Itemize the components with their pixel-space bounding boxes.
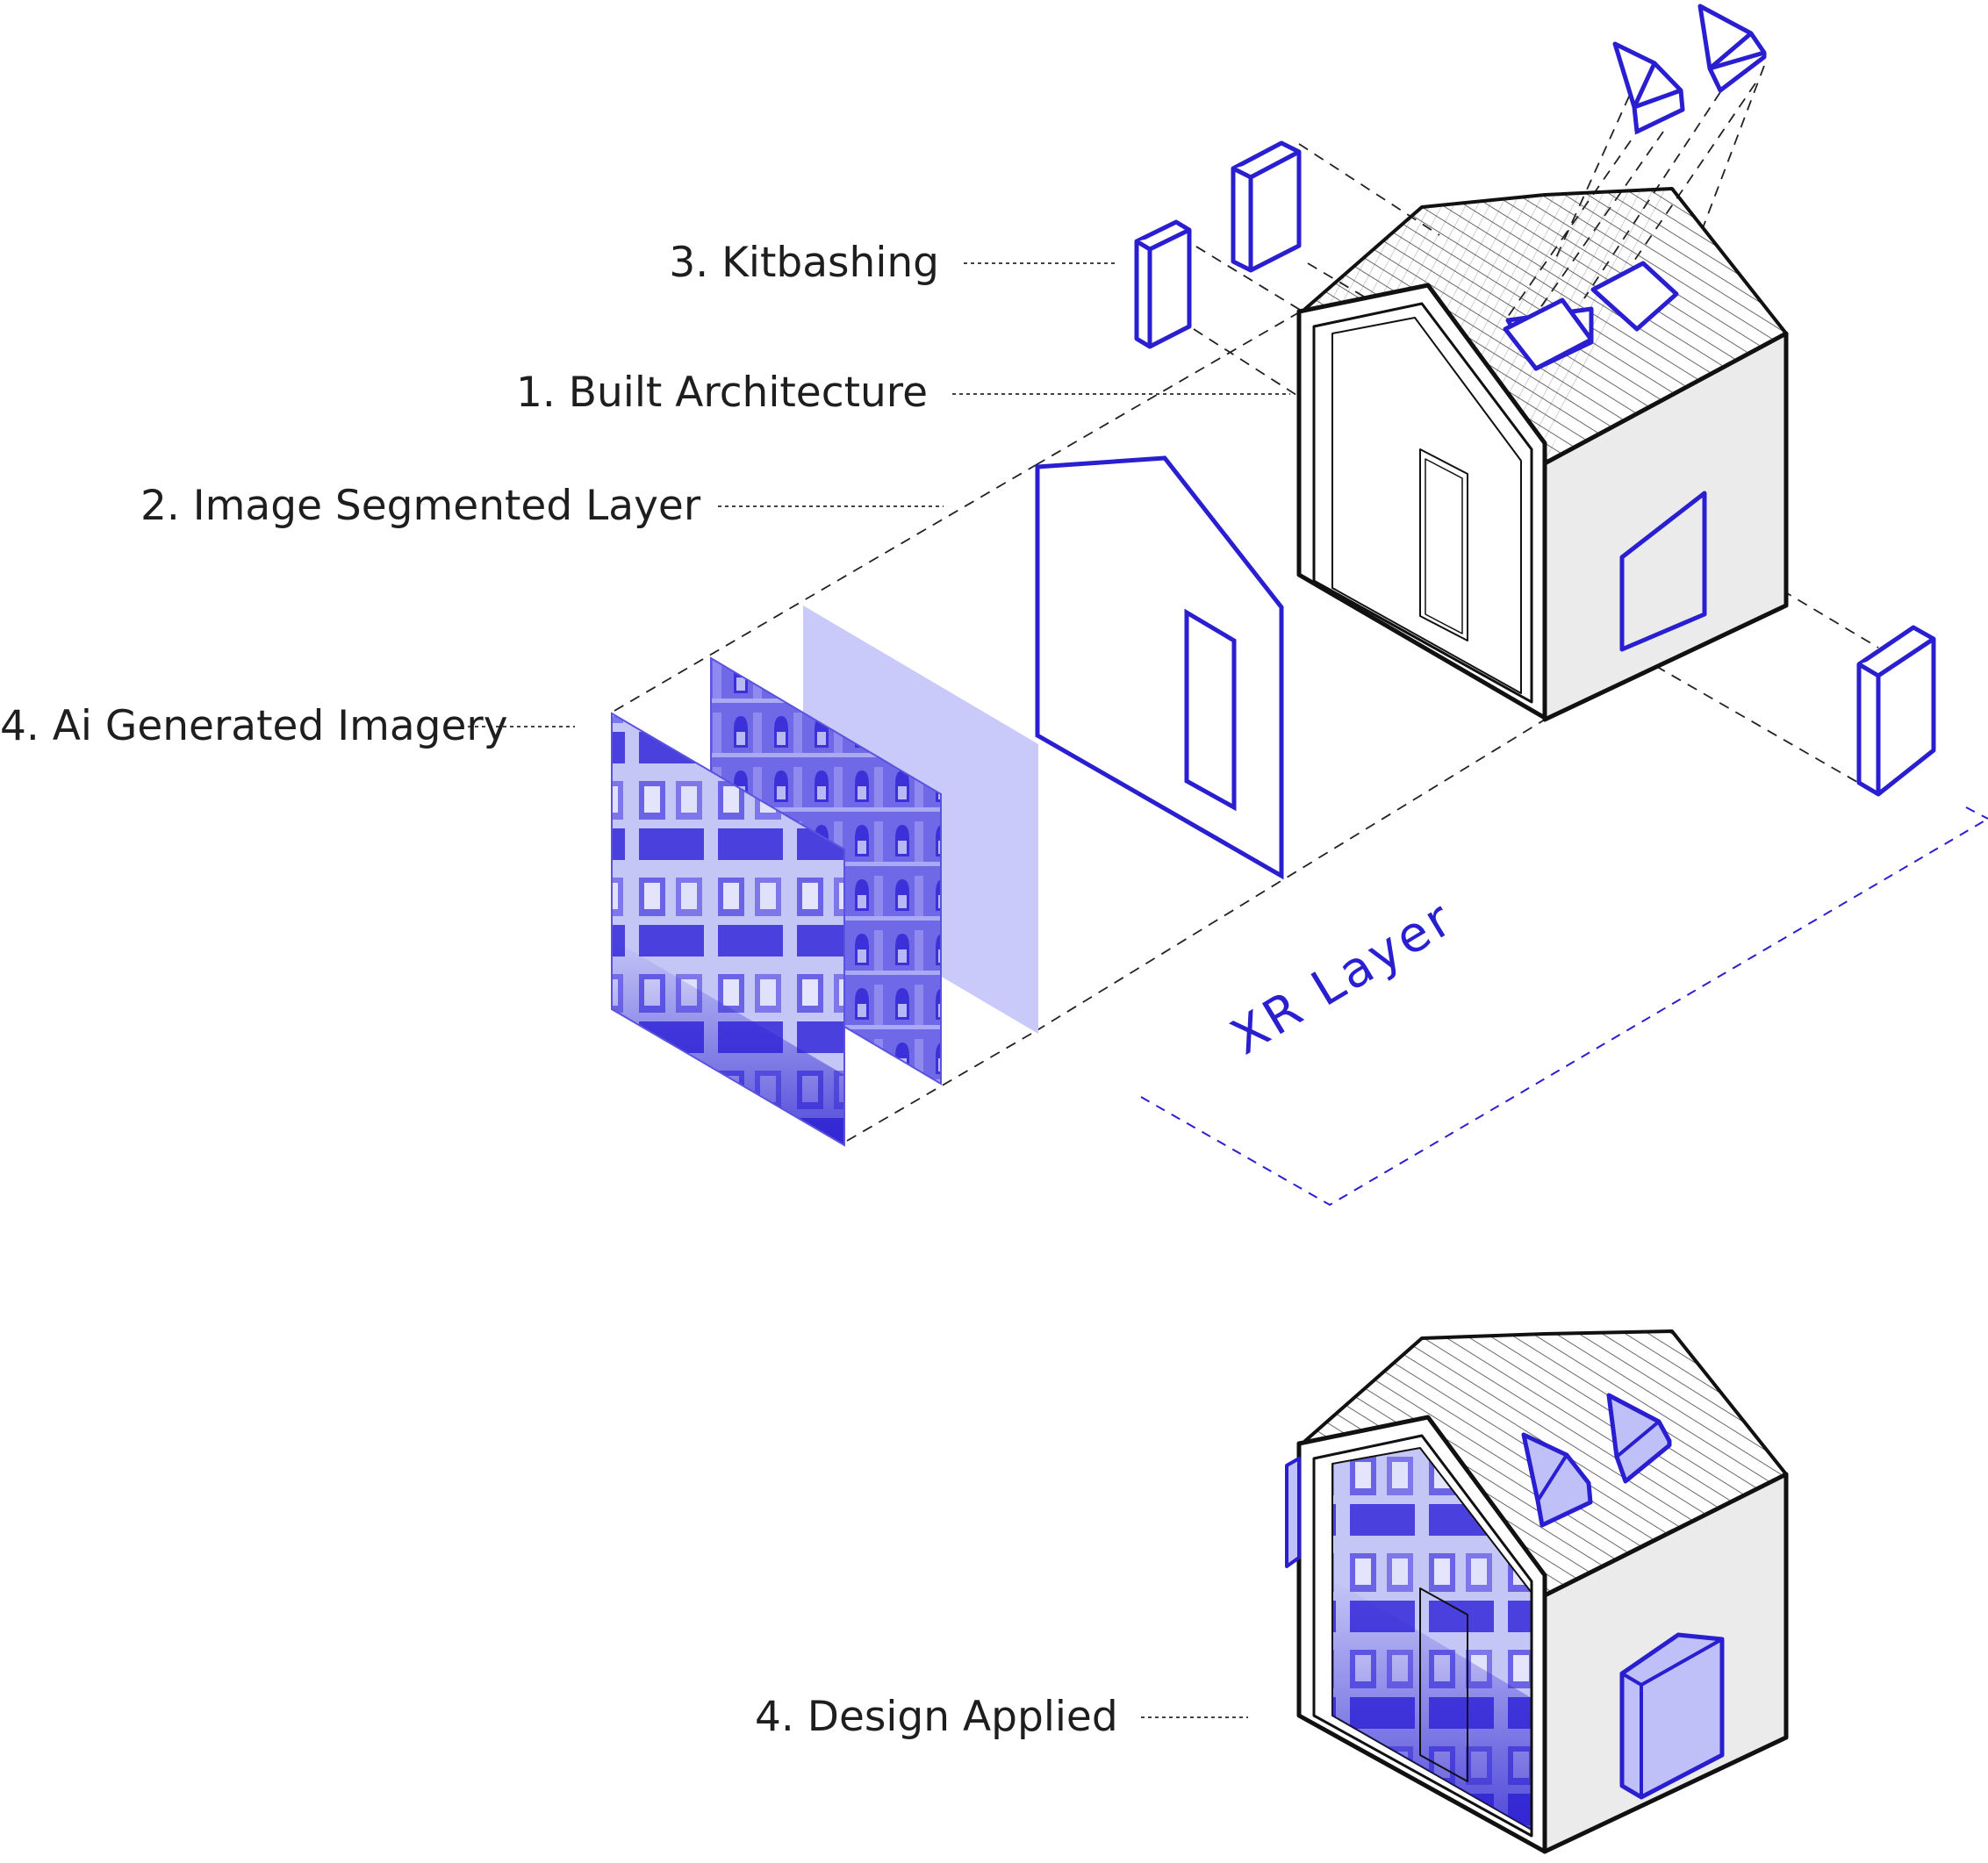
xr-layer-plane — [1140, 818, 1988, 1207]
house-design-applied — [1285, 1329, 1789, 1854]
ai-generated-panels — [611, 605, 1038, 1147]
label-kitbashing: 3. Kitbashing — [669, 239, 939, 287]
label-leaders — [468, 262, 1290, 1718]
segmented-layer-outline — [1035, 455, 1284, 880]
label-ai-generated-imagery: 4. Ai Generated Imagery — [0, 702, 508, 750]
kitbash-pieces — [1134, 4, 1936, 797]
label-built-architecture: 1. Built Architecture — [515, 369, 928, 417]
house-built-architecture — [1296, 187, 1789, 722]
label-design-applied: 4. Design Applied — [755, 1693, 1118, 1741]
label-image-segmented-layer: 2. Image Segmented Layer — [140, 482, 701, 530]
xr-layer-label: XR Layer — [1222, 889, 1464, 1066]
